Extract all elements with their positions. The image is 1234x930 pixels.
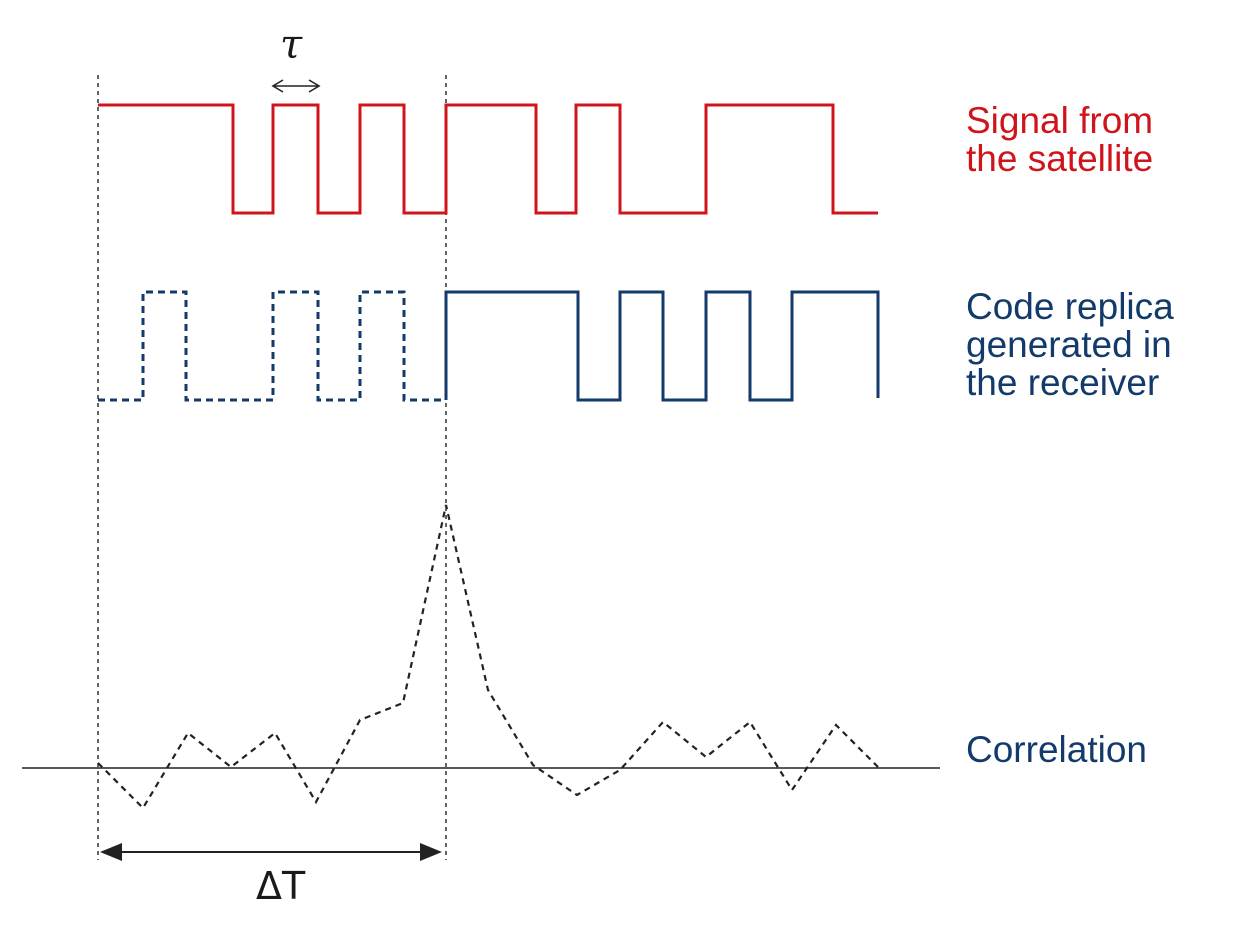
- signal-label: Signal from the satellite: [966, 100, 1154, 179]
- replica-label: Code replica generated in the receiver: [966, 286, 1174, 403]
- tau-label: τ: [280, 22, 303, 68]
- code-replica-dashed-waveform: [98, 290, 446, 402]
- delta-t-arrow: [100, 843, 442, 861]
- tau-arrow: [271, 79, 321, 93]
- code-replica-waveform: [444, 290, 880, 402]
- correlation-label: Correlation: [966, 729, 1147, 770]
- satellite-signal-waveform: [98, 103, 878, 215]
- delta-t-label: ΔT: [256, 864, 306, 908]
- correlation-curve: [97, 504, 879, 810]
